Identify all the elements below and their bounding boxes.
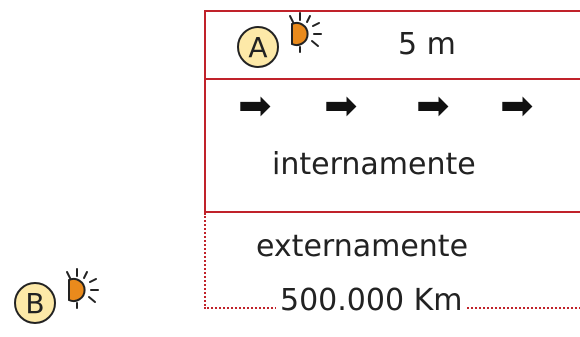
arrow-right-icon: ➡ xyxy=(238,83,272,129)
arrow-right-icon: ➡ xyxy=(500,83,534,129)
point-a-badge: A xyxy=(237,26,279,68)
sun-icon xyxy=(289,12,322,53)
arrow-right-icon: ➡ xyxy=(416,83,450,129)
point-b-badge: B xyxy=(14,282,56,324)
top-box xyxy=(204,10,580,80)
sun-icon xyxy=(66,268,99,309)
middle-box xyxy=(204,78,580,213)
arrow-right-icon: ➡ xyxy=(324,83,358,129)
outer-dotted-left-border xyxy=(204,213,206,309)
inside-label: internamente xyxy=(272,147,476,182)
point-b-label: B xyxy=(25,286,45,320)
outside-label: externamente xyxy=(256,229,469,264)
short-distance-label: 5 m xyxy=(398,27,456,62)
long-distance-label: 500.000 Km xyxy=(276,286,467,316)
point-a-label: A xyxy=(248,30,268,64)
